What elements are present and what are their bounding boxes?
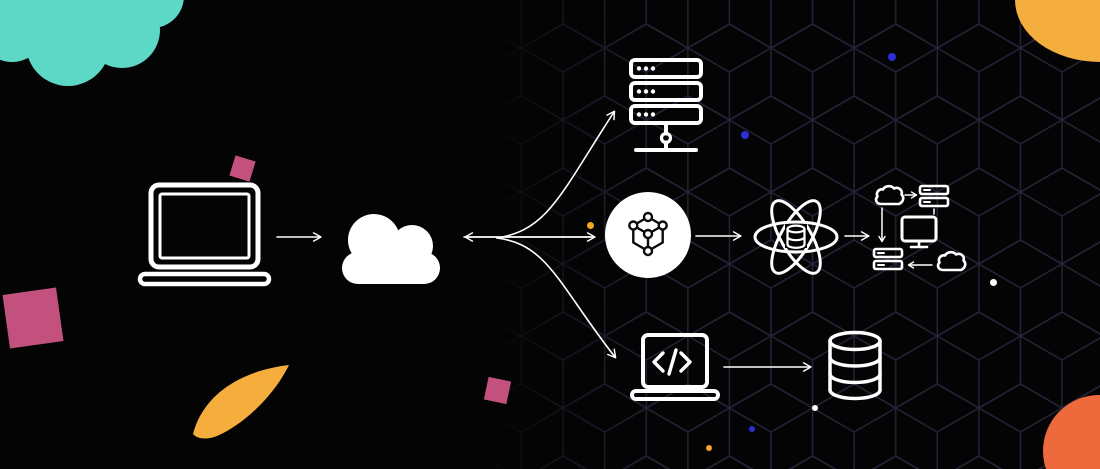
cloud-icon	[342, 214, 440, 284]
white-dot-2	[812, 405, 818, 411]
code-brackets-glyph	[652, 348, 692, 376]
orange-swoosh	[193, 365, 289, 439]
react-atom-icon	[753, 199, 839, 275]
laptop-icon	[137, 182, 272, 287]
mini-cloud-top-left	[874, 184, 905, 206]
blue-dot-1	[741, 131, 749, 139]
blue-dot-3	[749, 426, 755, 432]
mini-cloud-bottom-right	[936, 250, 967, 272]
orange-dot-2	[706, 445, 712, 451]
server-stack-icon	[629, 58, 703, 152]
pink-square-large-left	[2, 287, 64, 349]
network-node-icon	[605, 192, 691, 278]
mini-database-core	[786, 224, 806, 249]
code-editor-icon	[630, 333, 720, 401]
database-icon	[828, 330, 882, 401]
orange-dot-1	[587, 222, 594, 229]
atom-core-backdrop	[785, 224, 807, 248]
white-dot-1	[990, 279, 997, 286]
pink-square-small-upper	[229, 155, 256, 182]
blue-dot-2	[888, 53, 896, 61]
teal-cloud-shape	[0, 0, 184, 86]
pink-square-small-lower	[483, 376, 512, 405]
system-diagram-icon	[872, 184, 967, 272]
